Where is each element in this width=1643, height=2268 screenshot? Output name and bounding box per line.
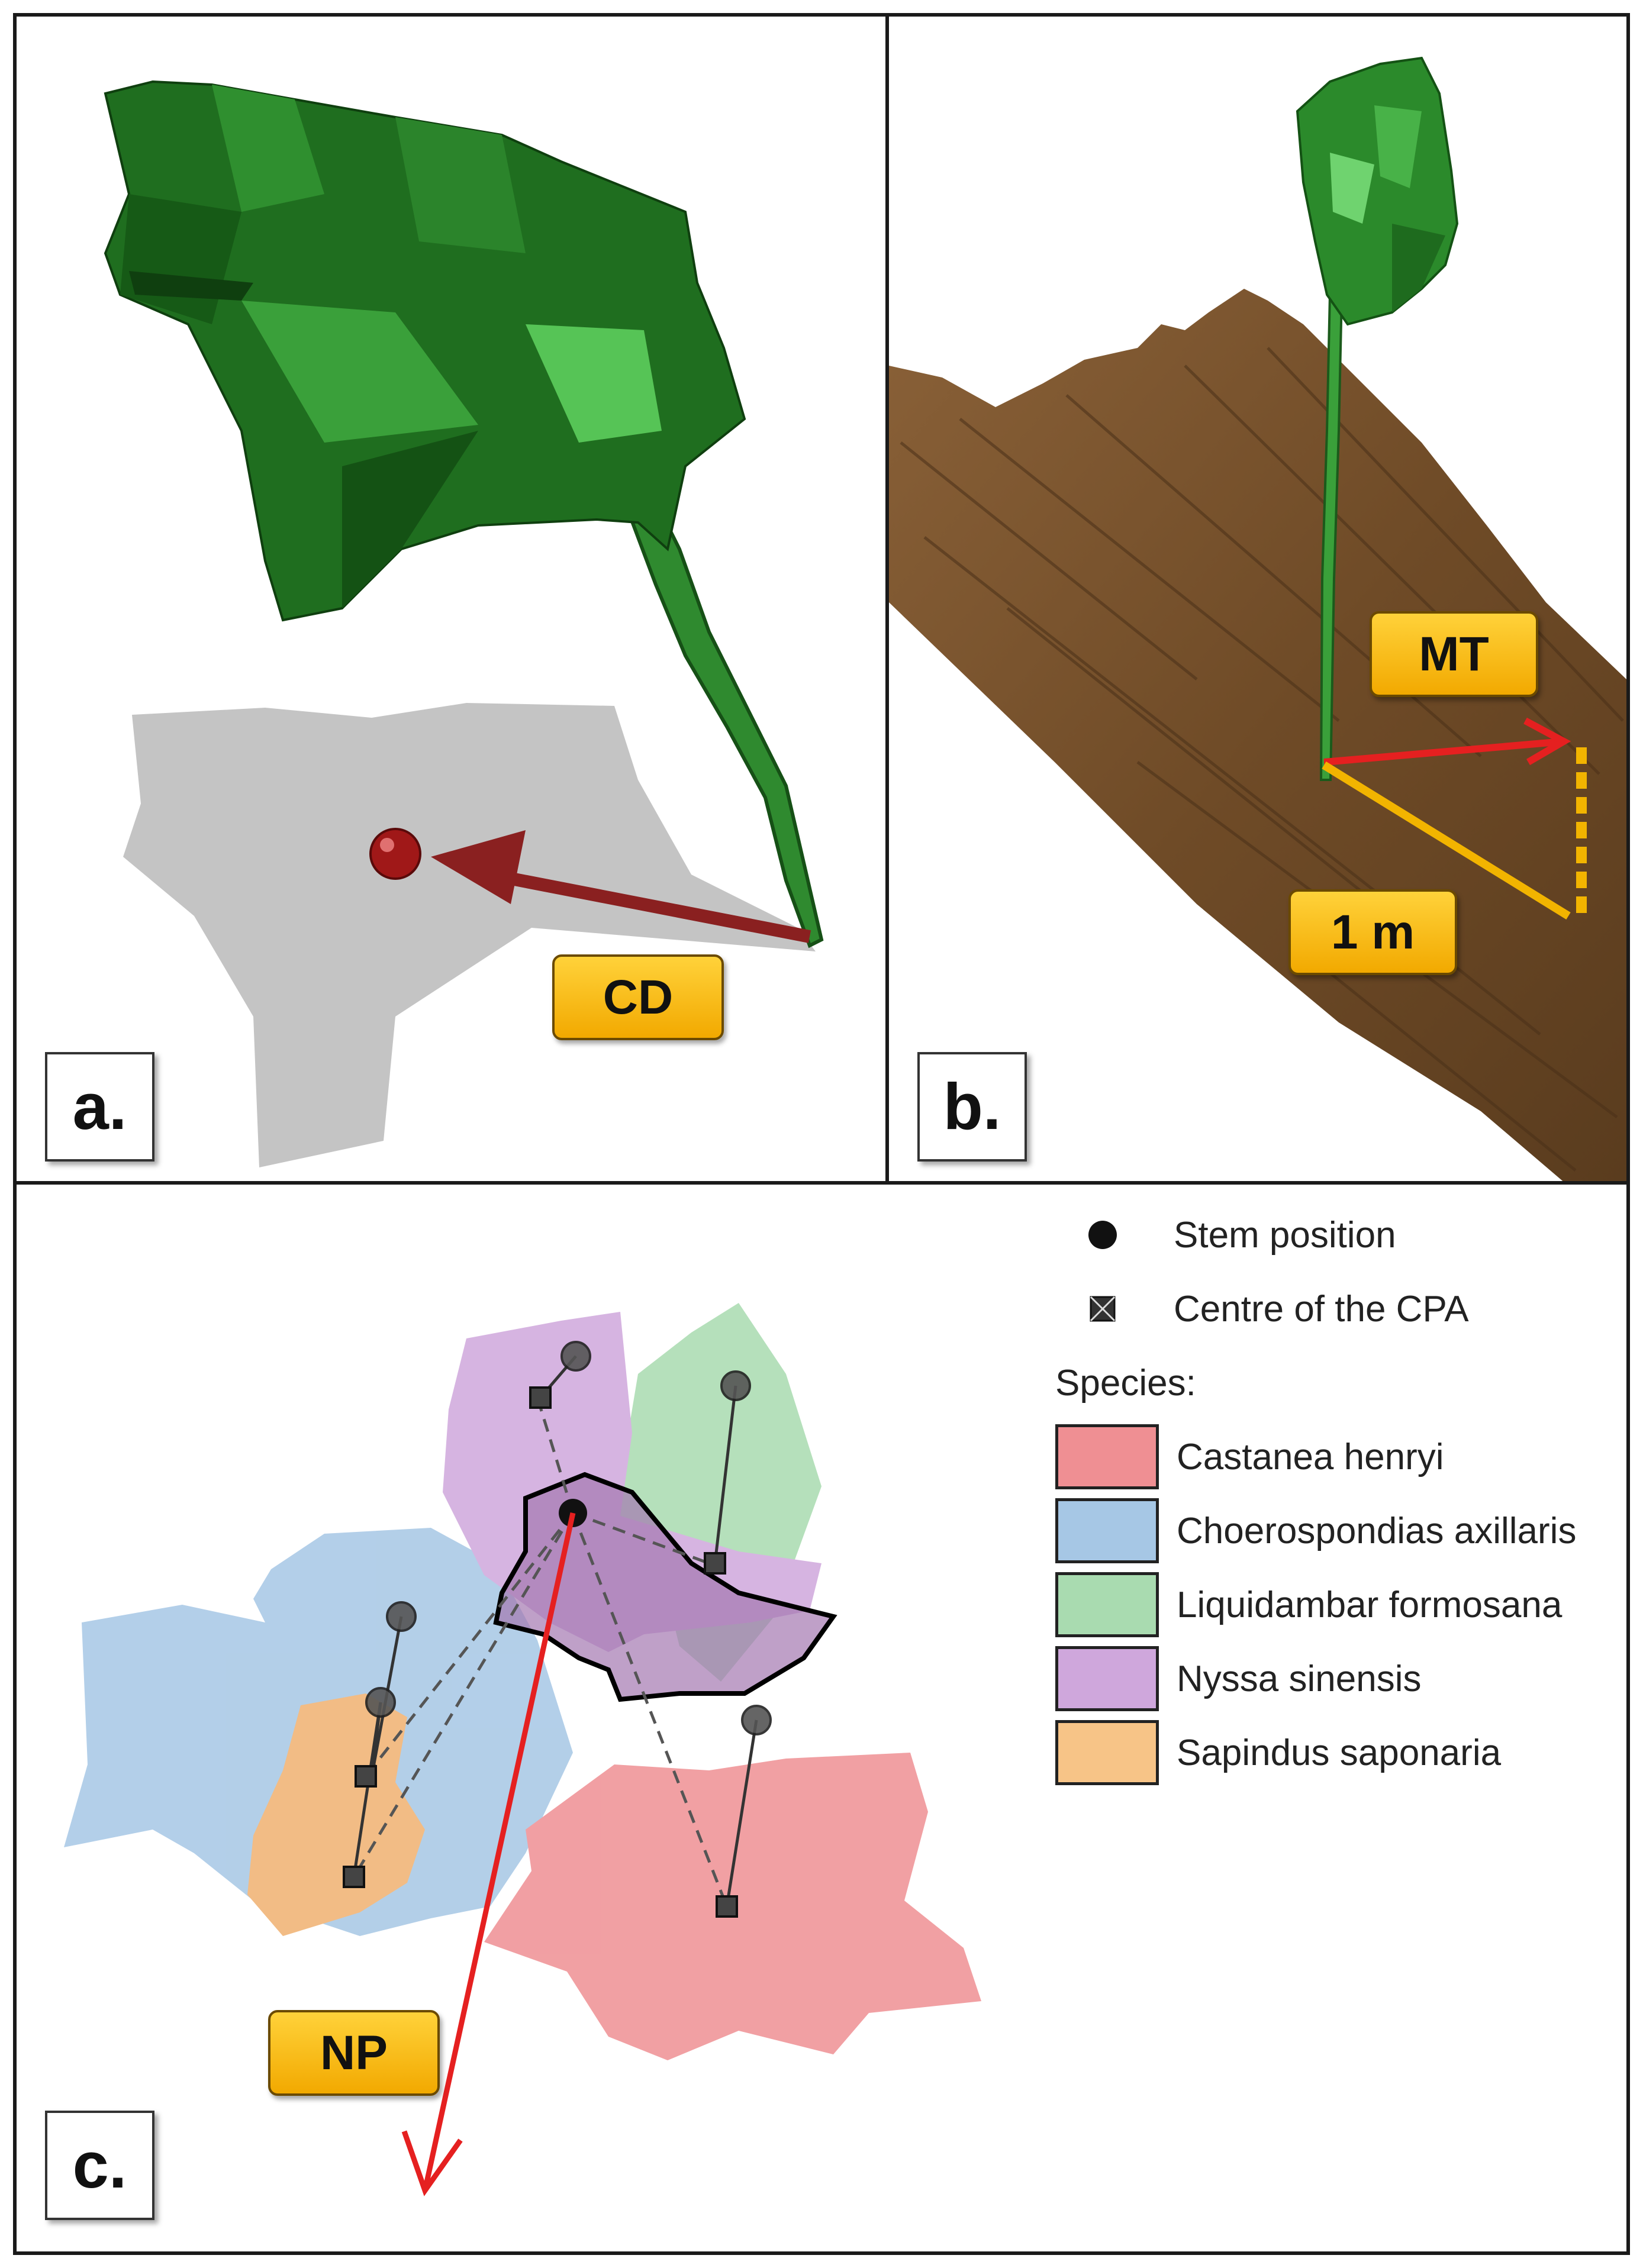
swatch-choerospondias <box>1055 1498 1159 1563</box>
species-label: Choerospondias axillaris <box>1177 1510 1577 1551</box>
np-arrowhead <box>401 2130 463 2196</box>
crown-facet <box>526 324 662 443</box>
tree-stem <box>1319 293 1344 781</box>
crown-facet <box>1392 224 1445 312</box>
crown-sapindus <box>247 1693 425 1936</box>
crown-projection-area <box>123 703 816 1167</box>
one-metre-label: 1 m <box>1288 889 1457 975</box>
crown-facet <box>241 301 478 443</box>
legend-species-row: Choerospondias axillaris <box>1055 1498 1576 1563</box>
crown-facet <box>129 271 253 301</box>
panel-a: CD a. <box>13 13 895 1191</box>
panel-c: NP c. Stem position Centre of the CPA Sp… <box>13 1181 1630 2255</box>
crown-facet <box>212 85 324 212</box>
crown-centre-sphere <box>369 828 421 880</box>
np-label: NP <box>268 2010 440 2096</box>
panel-letter-a: a. <box>45 1052 154 1162</box>
mt-arrow <box>1323 738 1564 766</box>
np-arrow <box>422 1512 576 2191</box>
swatch-liquidambar <box>1055 1572 1159 1637</box>
neighbour-links <box>352 1397 729 1907</box>
species-label: Sapindus saponaria <box>1177 1732 1502 1773</box>
terrain-slope-illustration <box>889 56 1626 1187</box>
legend-species-row: Castanea henryi <box>1055 1424 1444 1489</box>
crown-displacement-illustration <box>104 80 824 1167</box>
mt-arrowhead <box>1523 717 1571 766</box>
legend-centre-row: Centre of the CPA <box>1055 1282 1469 1335</box>
one-metre-line <box>1322 762 1571 920</box>
legend-species-heading: Species: <box>1055 1356 1196 1409</box>
swatch-nyssa <box>1055 1646 1159 1711</box>
mt-label: MT <box>1370 611 1538 697</box>
tree-stem <box>627 473 824 949</box>
legend-stem-label: Stem position <box>1174 1214 1396 1256</box>
crown-facet <box>395 117 526 253</box>
panel-b: MT 1 m b. <box>885 13 1630 1191</box>
legend-species-row: Nyssa sinensis <box>1055 1646 1421 1711</box>
swatch-castanea <box>1055 1424 1159 1489</box>
cpa-centres <box>343 1386 738 1918</box>
legend-species-row: Sapindus saponaria <box>1055 1720 1501 1785</box>
panel-letter-b: b. <box>917 1052 1027 1162</box>
displacement-arrow <box>488 868 811 943</box>
legend-species-row: Liquidambar formosana <box>1055 1572 1562 1637</box>
crown-facet <box>342 431 478 608</box>
sphere-highlight <box>380 838 394 852</box>
swatch-sapindus <box>1055 1720 1159 1785</box>
species-label: Nyssa sinensis <box>1177 1658 1422 1699</box>
crown-facet <box>1374 105 1422 188</box>
focal-crown-outline <box>493 1472 837 1702</box>
displacement-arrowhead <box>431 830 526 904</box>
legend-stem-row: Stem position <box>1055 1208 1396 1262</box>
species-label: Liquidambar formosana <box>1177 1584 1563 1625</box>
crown-facet <box>1330 153 1374 224</box>
tree-crown <box>1296 56 1459 326</box>
panel-letter-c: c. <box>45 2111 154 2220</box>
species-label: Castanea henryi <box>1177 1436 1444 1477</box>
stem-marker-icon <box>1085 1217 1120 1253</box>
legend-centre-label: Centre of the CPA <box>1174 1288 1469 1330</box>
cpa-centre-icon <box>1085 1291 1120 1327</box>
neighbour-crown-map <box>64 1303 981 2196</box>
cd-label: CD <box>552 954 724 1040</box>
species-heading: Species: <box>1055 1362 1196 1404</box>
stem-markers <box>365 1341 772 1735</box>
